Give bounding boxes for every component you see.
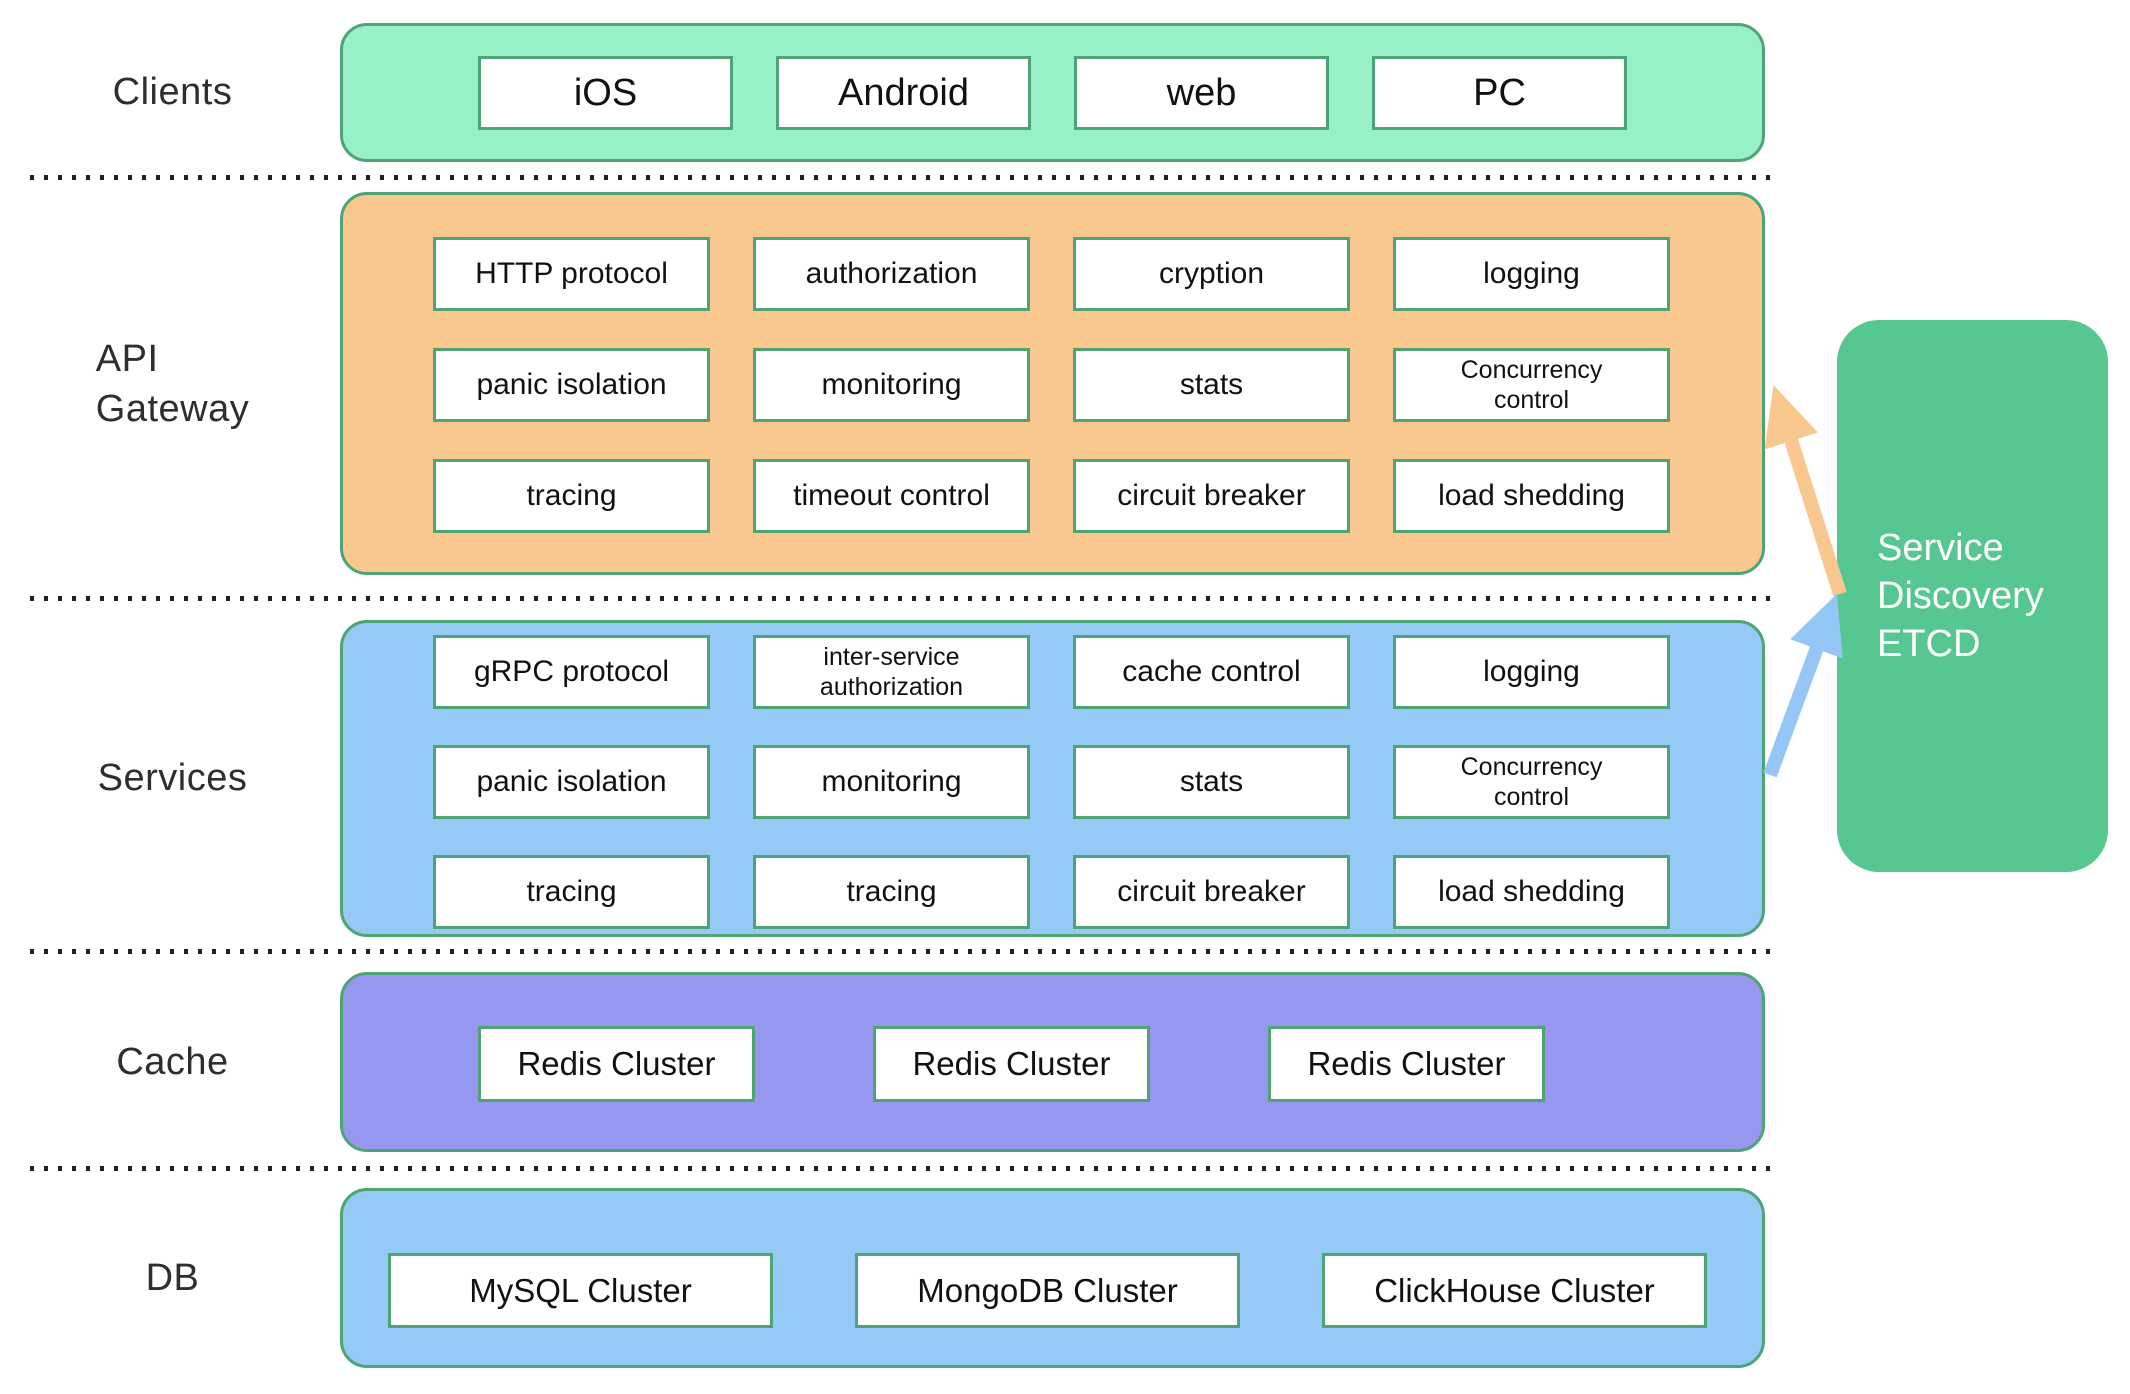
dotted-separator: [30, 1166, 1775, 1171]
cache-cluster-box: Redis Cluster: [478, 1026, 755, 1102]
gateway-feature-box: timeout control: [753, 459, 1030, 533]
api-gateway-label-line2: Gateway: [95, 387, 250, 430]
cache-row: Redis Cluster Redis Cluster Redis Cluste…: [478, 1026, 1762, 1102]
arrow-etcd-to-api-gateway: [1764, 384, 1847, 597]
dotted-separator: [30, 949, 1775, 954]
api-gateway-band: HTTP protocol authorization cryption log…: [340, 192, 1765, 575]
gateway-row-1: HTTP protocol authorization cryption log…: [433, 237, 1762, 311]
service-feature-box: panic isolation: [433, 745, 710, 819]
gateway-row-3: tracing timeout control circuit breaker …: [433, 459, 1762, 533]
cache-label-text: Cache: [116, 1040, 229, 1083]
services-row-1: gRPC protocol inter-service authorizatio…: [433, 635, 1762, 709]
service-feature-box: tracing: [433, 855, 710, 929]
cache-band: Redis Cluster Redis Cluster Redis Cluste…: [340, 972, 1765, 1152]
api-gateway-label-text: API Gateway: [96, 334, 249, 434]
cache-cluster-box: Redis Cluster: [873, 1026, 1150, 1102]
service-feature-box: stats: [1073, 745, 1350, 819]
services-label-text: Services: [97, 757, 248, 799]
client-box: iOS: [478, 56, 733, 130]
gateway-feature-box: stats: [1073, 348, 1350, 422]
api-gateway-label: API Gateway: [0, 192, 345, 575]
db-cluster-box: MySQL Cluster: [388, 1253, 773, 1328]
service-feature-box: cache control: [1073, 635, 1350, 709]
gateway-feature-box: authorization: [753, 237, 1030, 311]
service-feature-box: inter-service authorization: [753, 635, 1030, 709]
service-feature-box: monitoring: [753, 745, 1030, 819]
service-feature-box: Concurrency control: [1393, 745, 1670, 819]
gateway-feature-box: circuit breaker: [1073, 459, 1350, 533]
gateway-feature-box: load shedding: [1393, 459, 1670, 533]
client-box: PC: [1372, 56, 1627, 130]
etcd-line2: Discovery: [1877, 575, 2044, 617]
gateway-row-2: panic isolation monitoring stats Concurr…: [433, 348, 1762, 422]
gateway-feature-box: cryption: [1073, 237, 1350, 311]
cache-cluster-box: Redis Cluster: [1268, 1026, 1545, 1102]
services-row-3: tracing tracing circuit breaker load she…: [433, 855, 1762, 929]
service-feature-box: logging: [1393, 635, 1670, 709]
client-box: Android: [776, 56, 1031, 130]
clients-label-text: Clients: [112, 71, 233, 113]
service-feature-box: circuit breaker: [1073, 855, 1350, 929]
clients-label: Clients: [0, 23, 345, 162]
cache-label: Cache: [0, 972, 345, 1152]
services-row-2: panic isolation monitoring stats Concurr…: [433, 745, 1762, 819]
service-discovery-etcd-box: Service Discovery ETCD: [1837, 320, 2108, 872]
gateway-feature-box: panic isolation: [433, 348, 710, 422]
gateway-feature-text: Concurrency control: [1460, 356, 1603, 414]
gateway-feature-box: monitoring: [753, 348, 1030, 422]
service-feature-box: gRPC protocol: [433, 635, 710, 709]
db-label-text: DB: [145, 1256, 200, 1299]
api-gateway-label-line1: API: [95, 337, 159, 380]
db-label: DB: [0, 1188, 345, 1368]
clients-band: iOS Android web PC: [340, 23, 1765, 162]
services-label: Services: [0, 620, 345, 937]
db-band: MySQL Cluster MongoDB Cluster ClickHouse…: [340, 1188, 1765, 1368]
arrow-services-to-etcd: [1763, 593, 1843, 778]
service-feature-text: Concurrency control: [1460, 753, 1603, 811]
etcd-line3: ETCD: [1877, 623, 1981, 665]
services-band: gRPC protocol inter-service authorizatio…: [340, 620, 1765, 937]
client-box: web: [1074, 56, 1329, 130]
gateway-feature-box: HTTP protocol: [433, 237, 710, 311]
db-cluster-box: MongoDB Cluster: [855, 1253, 1240, 1328]
gateway-feature-box: tracing: [433, 459, 710, 533]
clients-row: iOS Android web PC: [478, 56, 1762, 130]
service-feature-text: inter-service authorization: [819, 643, 964, 701]
gateway-feature-box: logging: [1393, 237, 1670, 311]
dotted-separator: [30, 175, 1775, 180]
etcd-line1: Service: [1877, 527, 2004, 569]
dotted-separator: [30, 596, 1775, 601]
service-feature-box: load shedding: [1393, 855, 1670, 929]
gateway-feature-box: Concurrency control: [1393, 348, 1670, 422]
db-cluster-box: ClickHouse Cluster: [1322, 1253, 1707, 1328]
service-feature-box: tracing: [753, 855, 1030, 929]
db-row: MySQL Cluster MongoDB Cluster ClickHouse…: [388, 1253, 1762, 1328]
